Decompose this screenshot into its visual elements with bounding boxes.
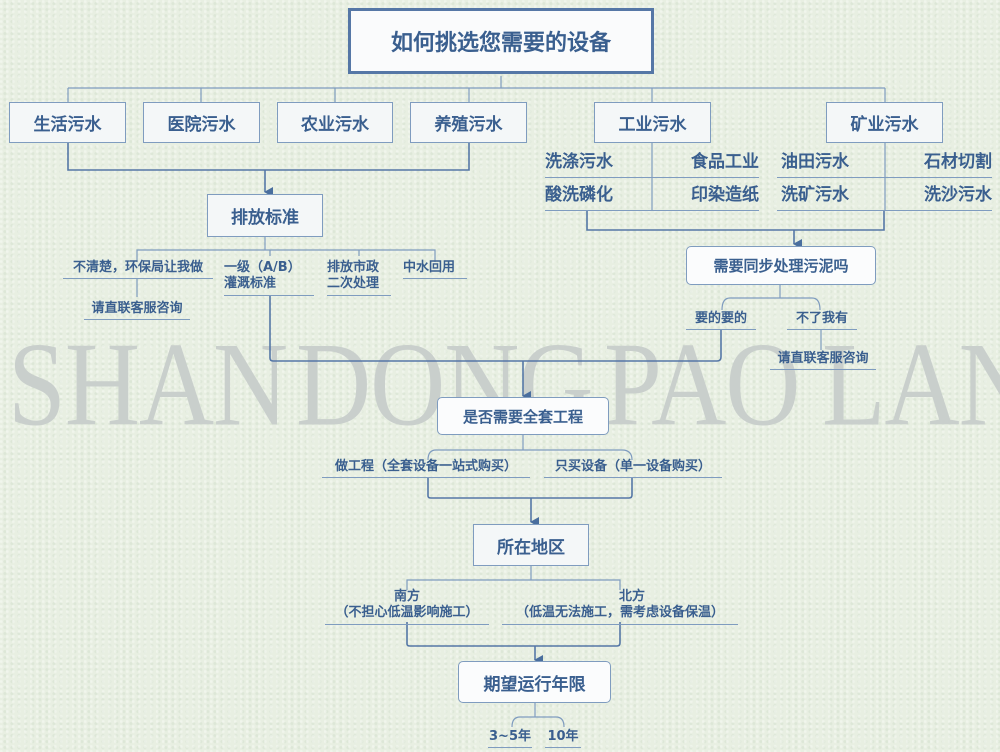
discharge-option-line: 排放市政 — [327, 260, 380, 275]
discharge-option-line: 一级（A/B） — [224, 260, 301, 275]
sludge-question-box[interactable]: 需要同步处理污泥吗 — [686, 246, 876, 285]
sludge-question-label: 需要同步处理污泥吗 — [713, 257, 849, 275]
lifespan-option-10-years[interactable]: 10年 — [545, 729, 581, 748]
discharge-option-municipal[interactable]: 排放市政 二次处理 — [327, 260, 391, 296]
region-box[interactable]: 所在地区 — [473, 524, 589, 566]
subcategory-item[interactable]: 洗沙污水 — [885, 180, 992, 211]
full-project-question-label: 是否需要全套工程 — [462, 407, 583, 426]
discharge-option-line: 二次处理 — [327, 276, 380, 291]
category-label: 生活污水 — [33, 115, 102, 135]
region-option-title: 北方 — [618, 589, 645, 604]
lifespan-label: 期望运行年限 — [483, 674, 586, 695]
category-mining-sewage[interactable]: 矿业污水 — [826, 102, 943, 143]
category-livestock-sewage[interactable]: 养殖污水 — [410, 102, 527, 143]
lifespan-box[interactable]: 期望运行年限 — [458, 661, 611, 703]
region-option-north[interactable]: 北方 （低温无法施工，需考虑设备保温） — [502, 589, 738, 625]
region-option-note: （低温无法施工，需考虑设备保温） — [515, 605, 724, 620]
watermark-word: SHAN — [8, 318, 288, 451]
subcategory-item[interactable]: 油田污水 — [777, 147, 885, 178]
region-option-note: （不担心低温影响施工） — [335, 605, 479, 620]
region-label: 所在地区 — [497, 537, 565, 558]
subcategory-item[interactable]: 石材切割 — [885, 147, 992, 178]
lifespan-option-3-5-years[interactable]: 3~5年 — [488, 729, 532, 748]
consult-customer-service-link[interactable]: 请直联客服咨询 — [84, 301, 190, 320]
discharge-standard-box[interactable]: 排放标准 — [207, 194, 323, 237]
category-label: 矿业污水 — [850, 115, 919, 135]
watermark-word: PAO — [604, 318, 801, 451]
subcategory-item[interactable]: 洗涤污水 — [545, 147, 652, 178]
sludge-option-no[interactable]: 不了我有 — [787, 311, 857, 330]
page-title-text: 如何挑选您需要的设备 — [390, 31, 611, 56]
category-label: 工业污水 — [618, 115, 687, 135]
discharge-option-unsure[interactable]: 不清楚，环保局让我做 — [63, 260, 213, 279]
page-title: 如何挑选您需要的设备 — [348, 8, 654, 74]
consult-customer-service-link[interactable]: 请直联客服咨询 — [770, 351, 876, 370]
project-option-equipment-only[interactable]: 只买设备（单一设备购买） — [544, 459, 722, 478]
category-domestic-sewage[interactable]: 生活污水 — [9, 102, 126, 143]
discharge-option-grade-a-b[interactable]: 一级（A/B） 灌溉标准 — [224, 260, 314, 296]
subcategory-item[interactable]: 洗矿污水 — [777, 180, 885, 211]
subcategory-item[interactable]: 印染造纸 — [652, 180, 759, 211]
category-label: 医院污水 — [167, 115, 236, 135]
subcategory-item[interactable]: 酸洗磷化 — [545, 180, 652, 211]
full-project-question-box[interactable]: 是否需要全套工程 — [437, 397, 609, 435]
category-label: 农业污水 — [301, 115, 369, 135]
category-hospital-sewage[interactable]: 医院污水 — [143, 102, 260, 143]
discharge-option-line: 灌溉标准 — [224, 276, 277, 291]
subcategory-item[interactable]: 食品工业 — [652, 147, 759, 178]
category-industrial-sewage[interactable]: 工业污水 — [594, 102, 711, 143]
sludge-option-yes[interactable]: 要的要的 — [686, 311, 756, 330]
region-option-title: 南方 — [393, 589, 420, 604]
discharge-option-reclaimed-water[interactable]: 中水回用 — [403, 260, 467, 279]
category-label: 养殖污水 — [434, 115, 503, 135]
project-option-full-set[interactable]: 做工程（全套设备一站式购买） — [322, 459, 530, 478]
watermark-word: LAN — [822, 318, 1000, 451]
watermark: SHAN DONG PAO LAN — [0, 318, 1000, 451]
category-agricultural-sewage[interactable]: 农业污水 — [277, 102, 393, 143]
region-option-south[interactable]: 南方 （不担心低温影响施工） — [325, 589, 489, 625]
discharge-standard-label: 排放标准 — [231, 208, 299, 228]
